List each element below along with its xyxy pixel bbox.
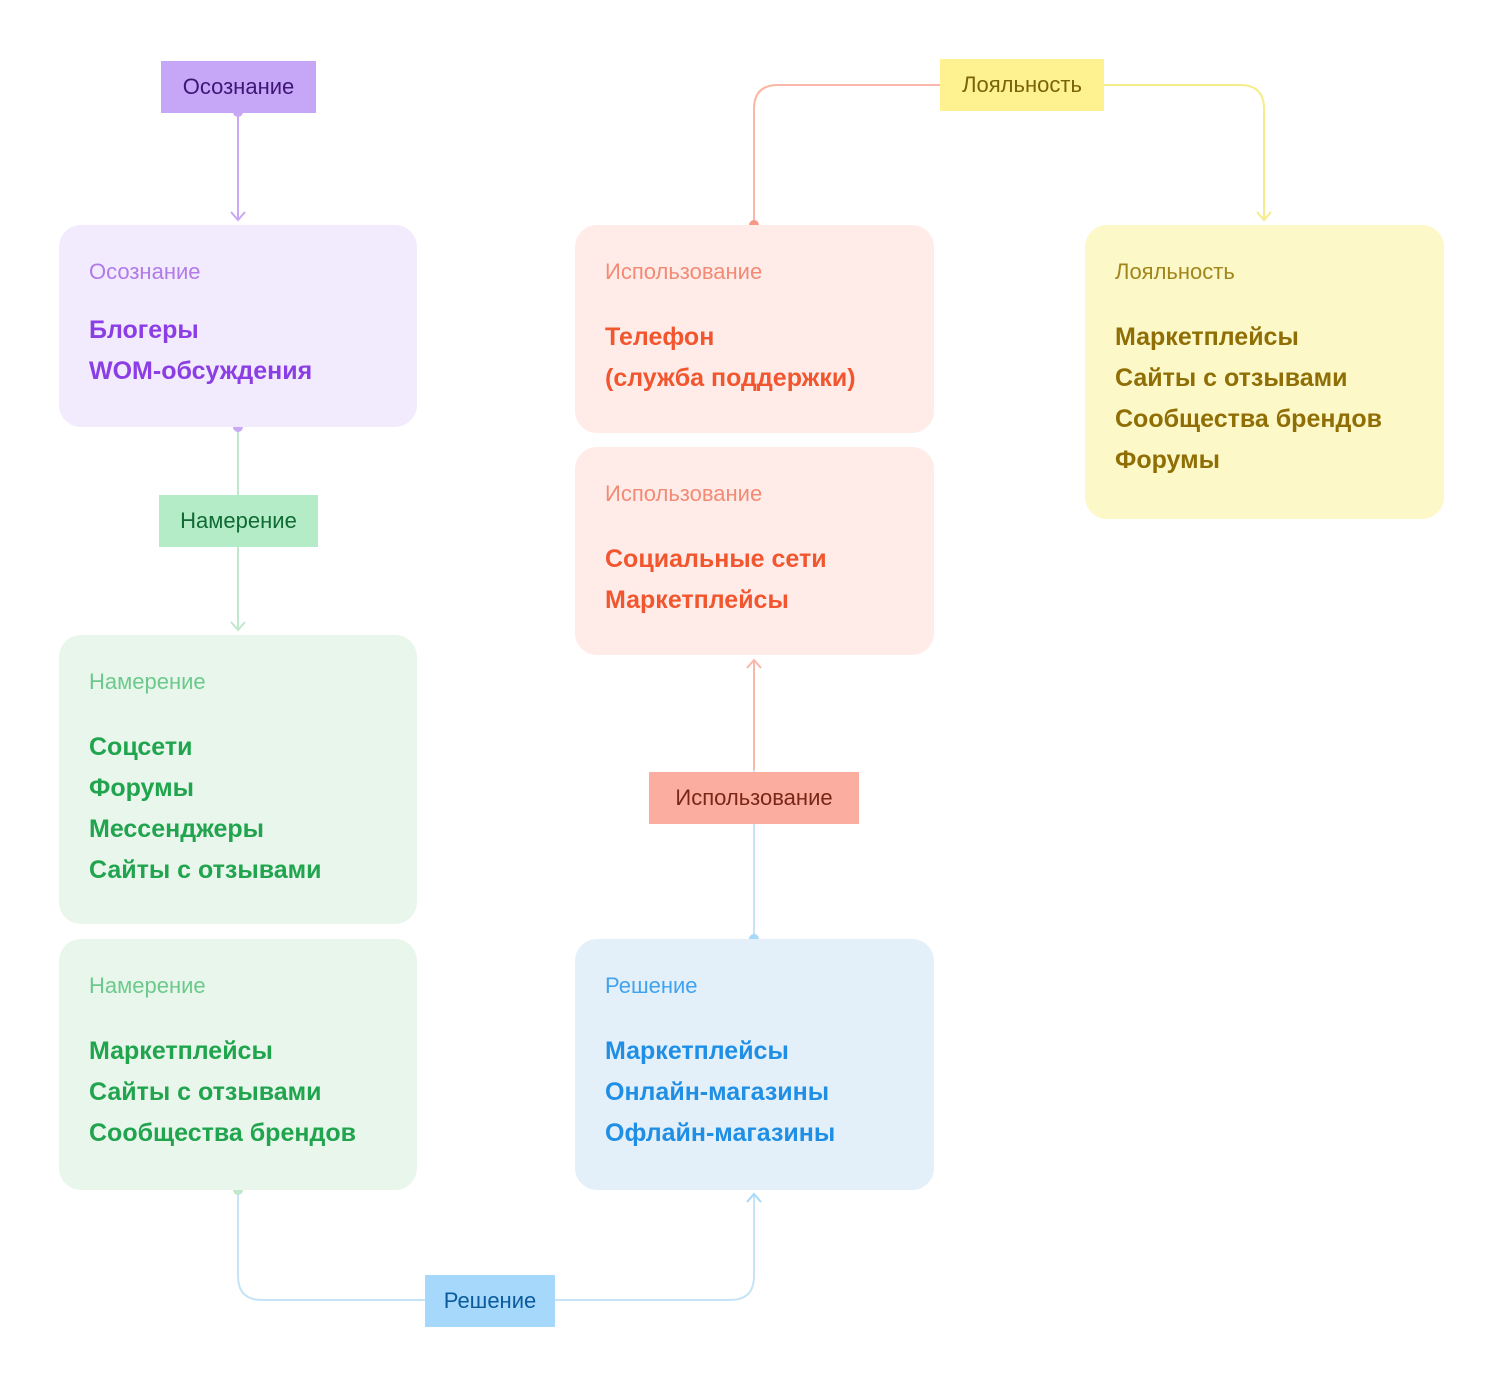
channel-item: Сайты с отзывами	[1115, 364, 1348, 392]
channel-item: Соцсети	[89, 733, 193, 761]
card-stage-title: Решение	[605, 973, 698, 998]
card-awareness: Осознание Блогеры WOM-обсуждения	[59, 225, 417, 427]
card-stage-title: Использование	[605, 259, 763, 284]
tag-loyalty: Лояльность	[940, 59, 1104, 111]
tag-decision: Решение	[425, 1275, 555, 1327]
channel-item: Маркетплейсы	[605, 1037, 789, 1065]
channel-list: Соцсети Форумы Мессенджеры Сайты с отзыв…	[89, 727, 387, 891]
channel-item: Онлайн-магазины	[605, 1078, 830, 1106]
card-stage-title: Намерение	[89, 669, 206, 694]
channel-item: Форумы	[89, 774, 194, 802]
channel-item: Сайты с отзывами	[89, 856, 322, 884]
tag-intent: Намерение	[159, 495, 318, 547]
card-stage-title: Использование	[605, 481, 763, 506]
channel-list: Маркетплейсы Сайты с отзывами Сообщества…	[1115, 317, 1414, 481]
channel-item: Социальные сети	[605, 545, 827, 573]
card-decision: Решение Маркетплейсы Онлайн-магазины Офл…	[575, 939, 934, 1190]
channel-item: Форумы	[1115, 446, 1220, 474]
channel-list: Социальные сети Маркетплейсы	[605, 539, 904, 621]
card-stage-title: Лояльность	[1115, 259, 1235, 284]
card-loyalty: Лояльность Маркетплейсы Сайты с отзывами…	[1085, 225, 1444, 519]
channel-item: Сообщества брендов	[89, 1119, 356, 1147]
channel-item: Телефон	[605, 323, 715, 351]
channel-item: Маркетплейсы	[605, 586, 789, 614]
card-stage-title: Осознание	[89, 259, 201, 284]
card-usage-1: Использование Телефон (служба поддержки)	[575, 225, 934, 433]
card-intent-1: Намерение Соцсети Форумы Мессенджеры Сай…	[59, 635, 417, 924]
card-usage-2: Использование Социальные сети Маркетплей…	[575, 447, 934, 655]
channel-item: Маркетплейсы	[1115, 323, 1299, 351]
card-stage-title: Намерение	[89, 973, 206, 998]
channel-item: WOM-обсуждения	[89, 357, 313, 385]
connector-awareness	[230, 107, 246, 222]
channel-item: Офлайн-магазины	[605, 1119, 836, 1147]
channel-list: Блогеры WOM-обсуждения	[89, 310, 387, 392]
channel-item: Мессенджеры	[89, 815, 264, 843]
channel-item: Маркетплейсы	[89, 1037, 273, 1065]
channel-list: Маркетплейсы Сайты с отзывами Сообщества…	[89, 1031, 387, 1154]
channel-list: Телефон (служба поддержки)	[605, 317, 904, 399]
tag-awareness: Осознание	[161, 61, 316, 113]
channel-list: Маркетплейсы Онлайн-магазины Офлайн-мага…	[605, 1031, 904, 1154]
card-intent-2: Намерение Маркетплейсы Сайты с отзывами …	[59, 939, 417, 1190]
channel-item: (служба поддержки)	[605, 364, 856, 392]
tag-usage: Использование	[649, 772, 859, 824]
channel-item: Сайты с отзывами	[89, 1078, 322, 1106]
channel-item: Сообщества брендов	[1115, 405, 1382, 433]
channel-item: Блогеры	[89, 316, 199, 344]
